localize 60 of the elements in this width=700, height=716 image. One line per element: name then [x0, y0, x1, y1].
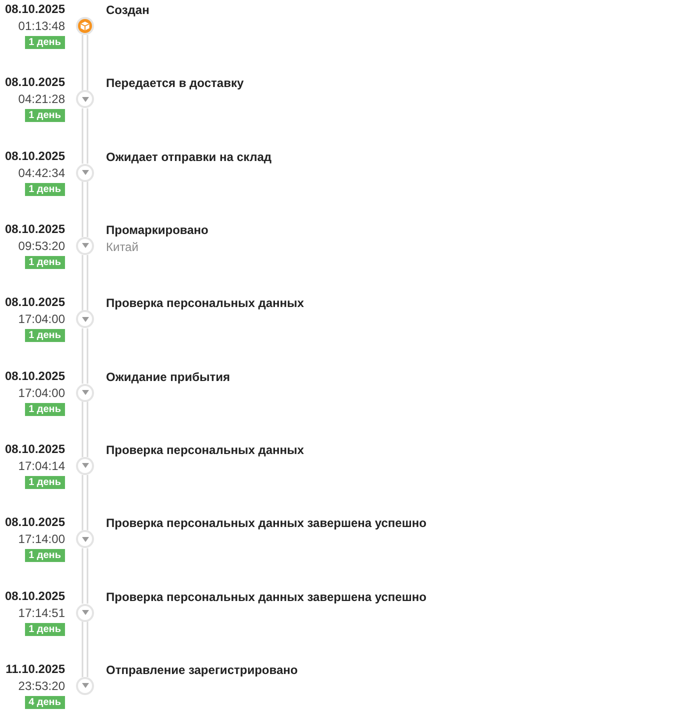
time-text: 04:42:34	[18, 166, 65, 180]
date-text: 11.10.2025	[6, 662, 65, 676]
timeline-marker	[76, 310, 94, 328]
duration-badge: 1 день	[24, 182, 65, 196]
timeline-marker	[76, 456, 94, 475]
timeline-marker	[76, 164, 94, 182]
timeline-line	[82, 400, 88, 458]
duration-badge: 4 день	[24, 696, 65, 709]
timeline-line	[82, 34, 88, 92]
duration-badge: 1 день	[24, 329, 65, 342]
timeline-line	[82, 328, 88, 384]
status-title: Передается в доставку	[106, 76, 244, 90]
timeline-line	[82, 108, 88, 164]
status-title: Отправление зарегистрировано	[106, 662, 298, 677]
status-title: Проверка персональных данных	[106, 296, 304, 310]
date-text: 08.10.2025	[4, 75, 65, 90]
timeline-marker	[76, 384, 94, 402]
status-title: Создан	[106, 3, 150, 17]
time-text: 01:13:48	[18, 19, 65, 33]
timeline-line	[82, 620, 88, 678]
timeline-marker	[76, 236, 94, 255]
timeline-marker	[76, 90, 94, 108]
date-text: 08.10.2025	[4, 222, 65, 236]
status-title: Проверка персональных данных завершена успешно	[106, 590, 426, 604]
status-title: Ожидает отправки на склад	[106, 150, 272, 164]
timeline-line	[82, 254, 88, 312]
time-text: 17:04:14	[18, 458, 65, 473]
time-text: 23:53:20	[18, 678, 65, 693]
time-text: 17:14:51	[18, 606, 65, 620]
time-text: 17:04:00	[18, 386, 65, 400]
duration-badge: 1 день	[24, 622, 65, 636]
status-title: Проверка персональных данных завершена успешно	[106, 516, 426, 530]
duration-badge: 1 день	[24, 476, 65, 489]
time-text: 09:53:20	[18, 238, 65, 253]
date-text: 08.10.2025	[4, 442, 65, 456]
date-text: 08.10.2025	[4, 2, 65, 16]
status-title: Промаркировано	[106, 222, 208, 237]
duration-badge: 1 день	[24, 402, 65, 416]
timeline-line	[82, 548, 88, 604]
time-text: 04:21:28	[18, 92, 65, 106]
duration-badge: 1 день	[24, 549, 65, 562]
timeline-marker	[76, 530, 94, 548]
time-text: 17:14:00	[18, 532, 65, 546]
status-title: Проверка персональных данных	[106, 442, 304, 457]
date-text: 08.10.2025	[4, 515, 65, 530]
timeline-marker	[76, 604, 94, 622]
status-title: Ожидание прибытия	[106, 370, 230, 384]
timeline-marker	[76, 676, 94, 695]
duration-badge: 1 день	[24, 109, 65, 122]
date-text: 08.10.2025	[4, 368, 65, 383]
duration-badge: 1 день	[24, 36, 65, 49]
time-text: 17:04:00	[18, 312, 65, 326]
duration-badge: 1 день	[24, 256, 65, 269]
timeline-marker	[76, 17, 94, 35]
date-text: 08.10.2025	[4, 148, 65, 163]
timeline-line	[82, 474, 88, 532]
location-text: Китай	[106, 240, 138, 254]
date-text: 08.10.2025	[4, 295, 65, 310]
timeline-line	[82, 180, 88, 238]
date-text: 08.10.2025	[4, 588, 65, 603]
